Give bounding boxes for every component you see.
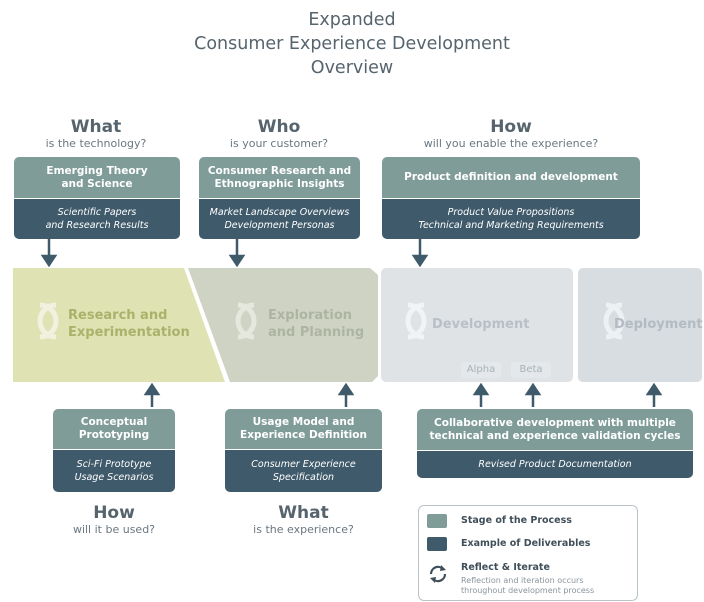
phase-deployment-shape	[578, 268, 702, 382]
deliverables-box: Scientific Papers and Research Results	[14, 199, 180, 239]
deliverables-box: Revised Product Documentation	[417, 451, 693, 478]
legend-deliverables-swatch	[427, 537, 447, 551]
phase-exploration-label: Exploration and Planning	[268, 308, 365, 340]
diagram-title: Expanded Consumer Experience Development…	[0, 8, 704, 80]
up-arrow-icon	[337, 382, 355, 407]
phase-research-label: Research and Experimentation	[68, 308, 190, 340]
legend-stage-swatch	[427, 514, 447, 528]
stage-box: Usage Model and Experience Definition	[225, 409, 382, 449]
question-sub: will it be used?	[72, 523, 156, 536]
alpha-tag: Alpha	[461, 362, 501, 378]
bottom-question-how: How will it be used?	[53, 503, 175, 537]
top-question-how: How will you enable the experience?	[382, 117, 640, 151]
title-line-2: Consumer Experience Development	[194, 34, 510, 54]
cycle-arrows-icon	[603, 302, 625, 340]
title-line-1: Expanded	[308, 10, 396, 30]
phase-development-shape	[381, 268, 573, 382]
deliverables-box: Market Landscape Overviews Development P…	[199, 199, 360, 239]
cycle-arrows-icon	[429, 565, 447, 583]
bottom-question-what: What is the experience?	[225, 503, 382, 537]
cycle-arrows-icon	[37, 302, 59, 340]
cycle-arrows-icon	[405, 302, 427, 340]
top-question-what: What is the technology?	[12, 117, 180, 151]
phase-development-label: Development	[432, 317, 530, 332]
phase-deployment-label: Deployment	[614, 317, 703, 332]
stage-box: Conceptual Prototyping	[53, 409, 175, 449]
down-arrow-icon	[40, 239, 58, 268]
title-line-3: Overview	[310, 58, 394, 78]
beta-tag: Beta	[511, 362, 551, 378]
question-heading: How	[93, 503, 135, 523]
legend-stage-label: Stage of the Process	[461, 515, 572, 526]
legend-iterate-note: Reflection and iteration occurs througho…	[461, 576, 595, 595]
stage-box: Collaborative development with multiple …	[417, 409, 693, 450]
deliverables-box: Consumer Experience Specification	[225, 450, 382, 492]
up-arrow-icon	[645, 382, 663, 407]
down-arrow-icon	[228, 239, 246, 268]
legend-deliverables-label: Example of Deliverables	[461, 538, 591, 549]
question-sub: is the technology?	[45, 137, 147, 150]
cycle-arrows-icon	[235, 302, 257, 340]
question-sub: is the experience?	[253, 523, 354, 536]
deliverables-box: Product Value Propositions Technical and…	[382, 199, 640, 239]
phase-research-shape	[13, 268, 225, 382]
legend: Stage of the Process Example of Delivera…	[418, 505, 638, 601]
question-heading: What	[70, 117, 122, 137]
phase-exploration-shape	[188, 268, 378, 382]
question-sub: will you enable the experience?	[423, 137, 599, 150]
up-arrow-icon	[472, 382, 490, 407]
stage-box: Consumer Research and Ethnographic Insig…	[199, 157, 360, 198]
question-heading: How	[490, 117, 532, 137]
top-question-who: Who is your customer?	[198, 117, 360, 151]
question-heading: What	[278, 503, 329, 523]
stage-box: Product definition and development	[382, 157, 640, 198]
stage-box: Emerging Theory and Science	[14, 157, 180, 198]
down-arrow-icon	[411, 239, 429, 268]
question-sub: is your customer?	[229, 137, 329, 150]
up-arrow-icon	[524, 382, 542, 407]
legend-iterate-label: Reflect & Iterate	[461, 562, 550, 573]
question-heading: Who	[257, 117, 301, 137]
up-arrow-icon	[143, 382, 161, 407]
deliverables-box: Sci-Fi Prototype Usage Scenarios	[53, 450, 175, 492]
